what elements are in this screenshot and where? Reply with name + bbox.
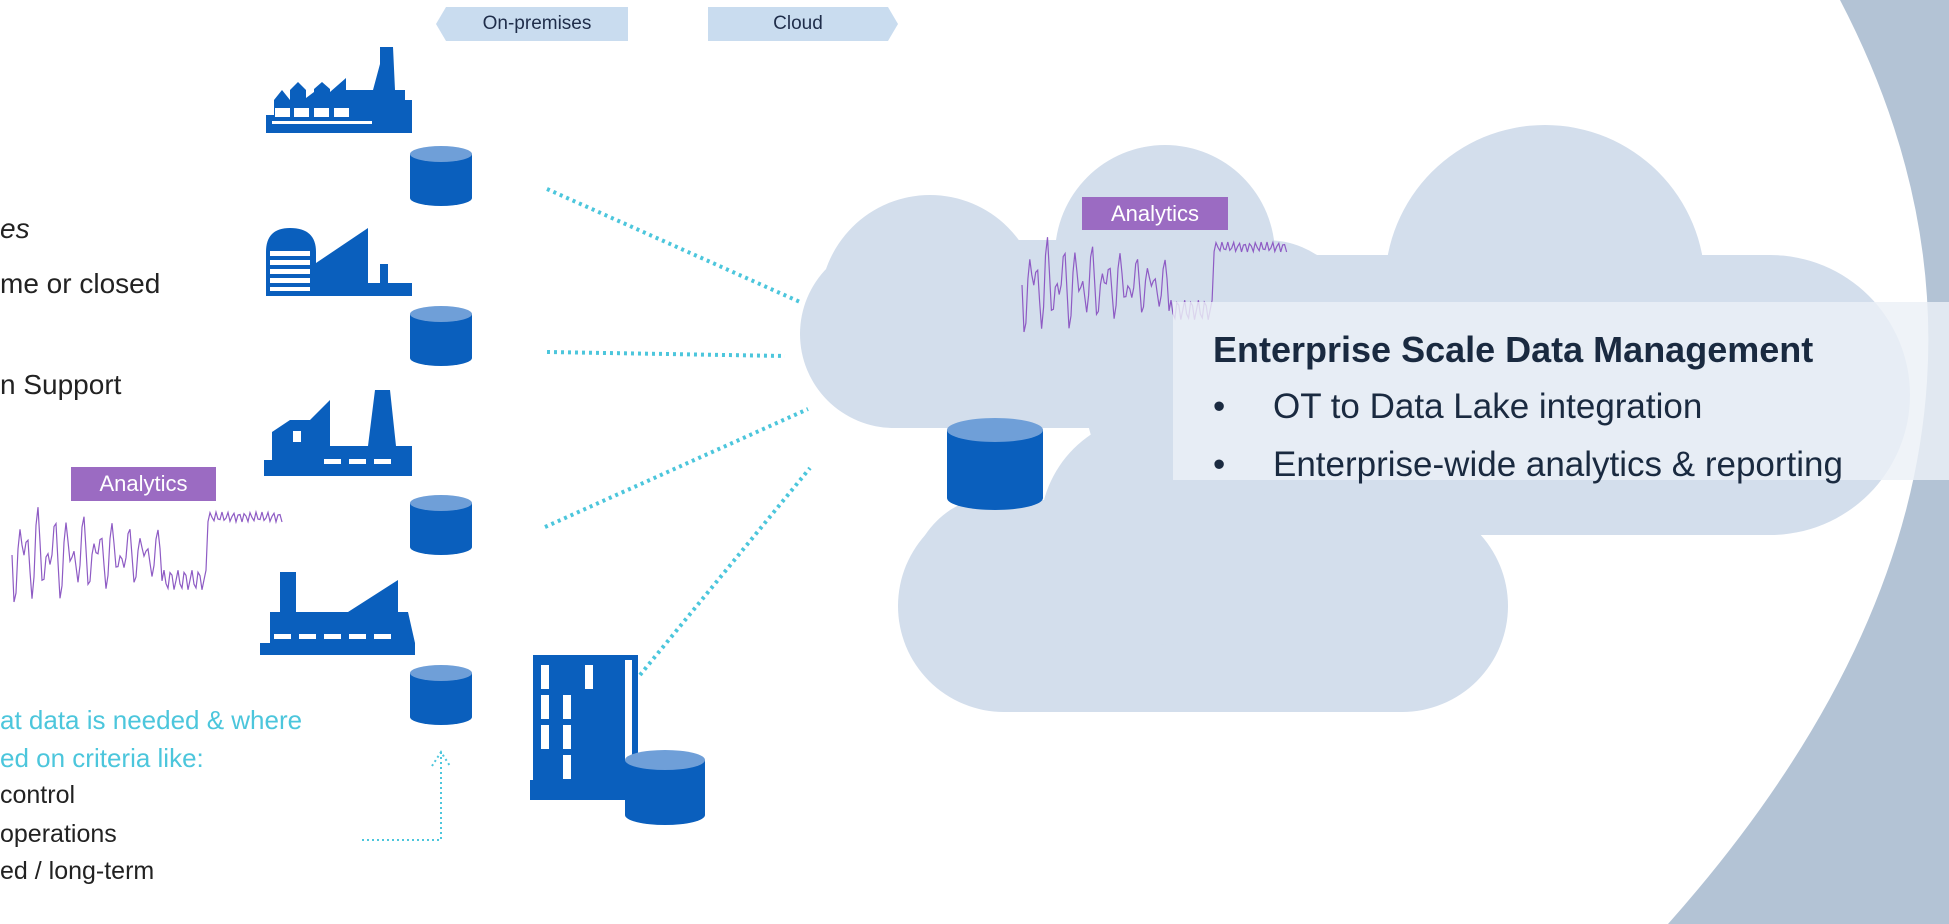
criteria-item: ed / long-term [0, 857, 155, 885]
criteria-item: control [0, 781, 76, 809]
left-text-line-1: es [0, 213, 30, 244]
enterprise-info-panel: Enterprise Scale Data Management • OT to … [1173, 302, 1949, 484]
arrow-up-icon [362, 750, 451, 841]
on-premises-tag: On-premises [482, 13, 592, 34]
left-text-line-2: me or closed [0, 268, 161, 299]
database-icon [625, 750, 705, 825]
enterprise-bullet-item: • OT to Data Lake integration [1213, 387, 1702, 427]
analytics-badge-cloud: Analytics [1082, 197, 1228, 230]
database-icon [410, 146, 472, 206]
cloud-tag-shape [708, 7, 898, 41]
factory-icon [264, 390, 412, 476]
office-building-icon [530, 655, 640, 800]
database-icon [410, 306, 472, 366]
cloud-connector-lines [544, 187, 812, 677]
factory-icon [266, 47, 412, 133]
enterprise-item-text: OT to Data Lake integration [1273, 387, 1703, 426]
database-icon [947, 418, 1043, 510]
waveform-icon [11, 507, 283, 603]
enterprise-item-text: Enterprise-wide analytics & reporting [1273, 445, 1843, 484]
left-text-line-3: n Support [0, 369, 122, 400]
waveform-icon [1021, 237, 1288, 333]
criteria-text-line-1: at data is needed & where [0, 705, 303, 735]
bullet-marker: • [1213, 387, 1226, 426]
factory-icon [266, 228, 412, 296]
enterprise-bullet-item: • Enterprise-wide analytics & reporting [1213, 445, 1843, 485]
analytics-badge-left: Analytics [71, 467, 216, 501]
criteria-item: operations [0, 820, 117, 848]
database-icon [410, 665, 472, 725]
enterprise-title: Enterprise Scale Data Management [1213, 329, 1814, 370]
background-arc-shape [1668, 0, 1949, 924]
cloud-tag: Cloud [773, 13, 823, 34]
criteria-text-line-2: ed on criteria like: [0, 743, 204, 773]
on-premises-tag-shape [436, 7, 628, 41]
bullet-marker: • [1213, 445, 1226, 484]
factory-icon [260, 572, 415, 655]
database-icon [410, 495, 472, 555]
